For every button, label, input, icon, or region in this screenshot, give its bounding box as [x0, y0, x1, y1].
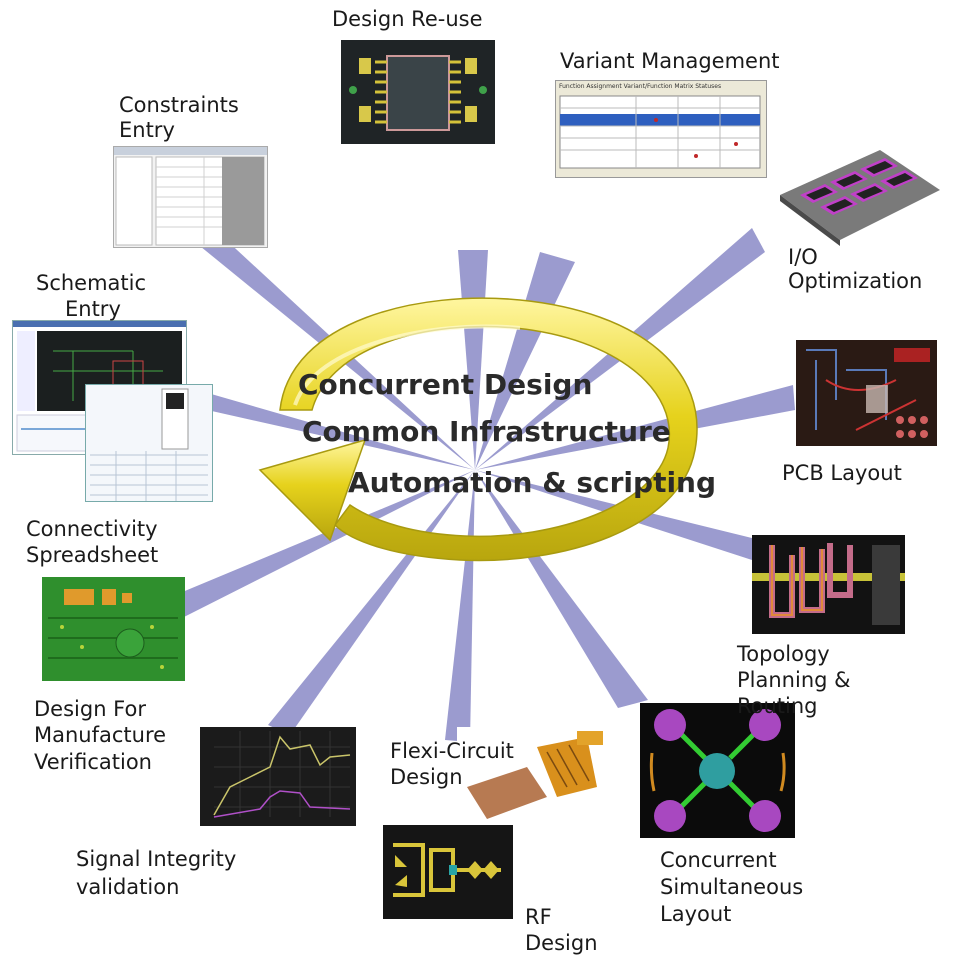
pcb-layout-thumbnail	[796, 340, 937, 446]
center-line-concurrent-design: Concurrent Design	[298, 368, 593, 401]
label-pcb-layout: PCB Layout	[782, 461, 902, 485]
center-line-common-infrastructure: Common Infrastructure	[302, 415, 671, 448]
label-io-line1: I/O	[788, 245, 818, 269]
signal-integrity-thumbnail	[200, 727, 356, 826]
label-concurrent-line3: Layout	[660, 902, 732, 926]
label-connectivity-line2: Spreadsheet	[26, 543, 159, 567]
connectivity-spreadsheet-thumbnail	[42, 577, 185, 681]
spoke-pcb	[475, 385, 795, 470]
label-topology-line3: Routing	[737, 694, 818, 718]
spoke-connectivity	[168, 470, 475, 618]
constraints-entry-thumbnail	[113, 146, 268, 248]
label-topology-line2: Planning &	[737, 668, 851, 692]
label-constraints-line2: Entry	[119, 118, 175, 142]
center-line-automation: Automation & scripting	[348, 466, 717, 499]
spoke-concurrent	[475, 470, 648, 708]
label-rf-line1: RF	[525, 905, 552, 929]
label-design-reuse: Design Re-use	[332, 7, 483, 31]
label-flexi-line2: Design	[390, 765, 463, 789]
label-schematic-line2: Entry	[65, 297, 121, 321]
label-dfm-line3: Verification	[34, 750, 152, 774]
io-optimization-thumbnail	[770, 140, 945, 250]
label-concurrent-line2: Simultaneous	[660, 875, 804, 899]
label-connectivity-line1: Connectivity	[26, 517, 158, 541]
concurrent-layout-thumbnail	[640, 703, 795, 838]
label-topology-line1: Topology	[737, 642, 830, 666]
label-dfm-line2: Manufacture	[34, 723, 167, 747]
design-reuse-thumbnail	[341, 40, 495, 144]
variant-menu: Function Assignment Variant/Function Mat…	[559, 83, 722, 90]
label-dfm-line1: Design For	[34, 697, 146, 721]
label-io-line2: Optimization	[788, 269, 923, 293]
flexi-circuit-thumbnail	[457, 727, 607, 819]
schematic-spreadsheet-thumbnail	[85, 384, 213, 502]
ring-highlight	[293, 324, 521, 406]
rf-design-thumbnail	[383, 825, 513, 919]
variant-management-thumbnail: Function Assignment Variant/Function Mat…	[555, 80, 767, 178]
label-schematic-line1: Schematic	[36, 271, 147, 295]
ring-arrowhead	[258, 438, 367, 542]
cycle-arrow-ring	[258, 297, 698, 562]
ring-body	[279, 297, 698, 562]
spoke-schematic	[180, 385, 475, 470]
label-rf-line2: Design	[525, 931, 598, 955]
label-signal-line1: Signal Integrity	[76, 847, 237, 871]
label-variant-management: Variant Management	[560, 49, 780, 73]
label-concurrent-line1: Concurrent	[660, 848, 777, 872]
label-constraints-line1: Constraints	[119, 93, 239, 117]
label-flexi-line1: Flexi-Circuit	[390, 739, 514, 763]
label-signal-line2: validation	[76, 875, 180, 899]
topology-planning-thumbnail	[752, 535, 905, 634]
